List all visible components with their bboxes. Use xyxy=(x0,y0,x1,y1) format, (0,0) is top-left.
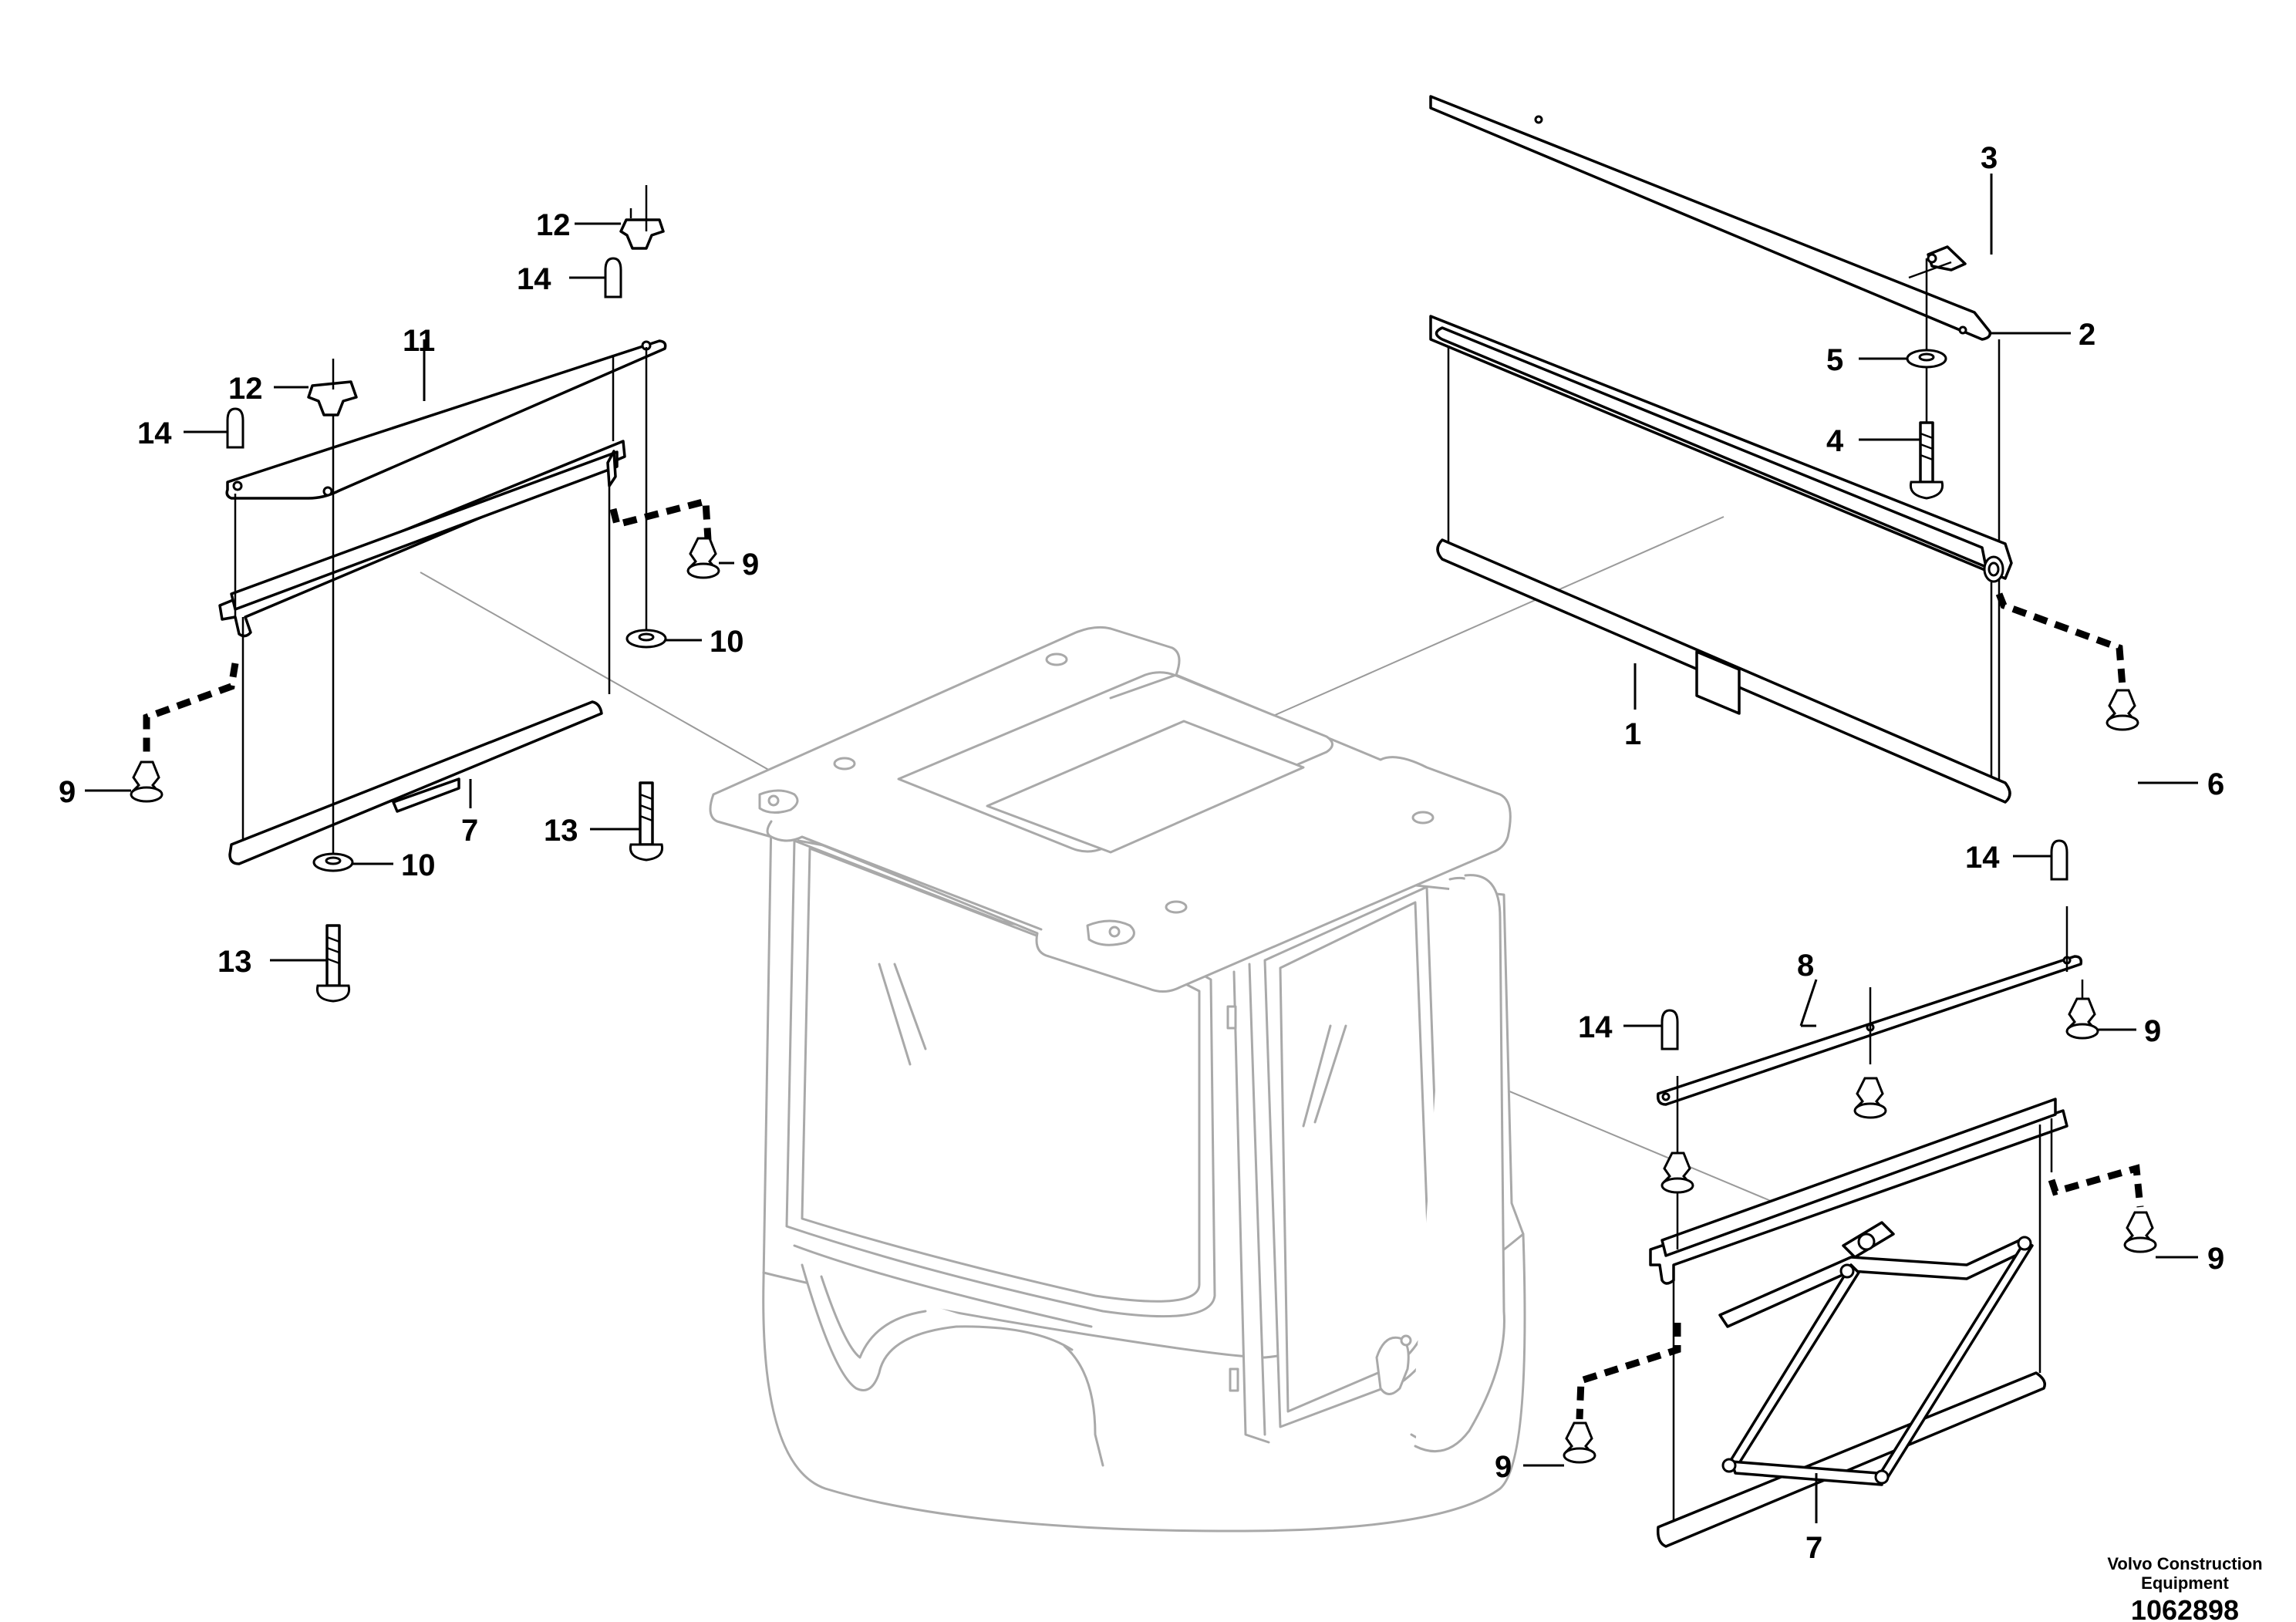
callout-3: 3 xyxy=(1981,141,1998,175)
roller-blind-7-right xyxy=(1649,1109,2068,1285)
cap-14-b xyxy=(226,407,244,449)
callout-12-upper: 12 xyxy=(536,208,571,242)
callout-14-right-upper: 14 xyxy=(1965,841,2000,875)
callout-14-left-lower: 14 xyxy=(137,416,172,450)
callout-6: 6 xyxy=(2207,767,2224,801)
nut-12-a xyxy=(619,218,665,250)
operator-cab xyxy=(709,626,1526,1533)
callout-10-lower: 10 xyxy=(401,848,436,882)
leader-lines xyxy=(85,174,2198,1523)
callout-8: 8 xyxy=(1797,949,1814,983)
footer-block: Volvo Construction Equipment 1062898 xyxy=(2107,1554,2262,1622)
callout-12-lower: 12 xyxy=(228,372,263,406)
callout-7-right: 7 xyxy=(1805,1531,1822,1565)
callout-7-left: 7 xyxy=(461,814,478,848)
callout-13-lower: 13 xyxy=(217,945,252,979)
callout-10-upper: 10 xyxy=(710,625,744,659)
callout-5: 5 xyxy=(1826,343,1843,377)
nut-12-b xyxy=(307,380,358,416)
drawing-number: 1062898 xyxy=(2131,1594,2239,1622)
side-sunblind-assembly xyxy=(1563,839,2157,1548)
rail-2 xyxy=(1429,95,1992,341)
callout-9-right-upper: 9 xyxy=(2144,1014,2161,1048)
callout-labels: 1 2 3 4 5 6 7 7 8 9 9 9 9 9 10 10 11 12 … xyxy=(59,141,2224,1565)
cap-14-d xyxy=(1660,1009,1679,1050)
bolt-4 xyxy=(1919,421,1934,484)
bracket-11 xyxy=(225,339,667,500)
callout-14-left-upper: 14 xyxy=(517,262,551,296)
callout-11: 11 xyxy=(403,324,435,358)
cap-14-c xyxy=(2050,839,2068,881)
cap-14-a xyxy=(604,257,622,298)
callout-9-left-lower: 9 xyxy=(59,775,76,809)
callout-1: 1 xyxy=(1624,717,1641,751)
clip-3 xyxy=(1927,245,1967,271)
front-sunblind-assembly xyxy=(1429,95,2139,804)
callout-9-right-lower: 9 xyxy=(1495,1450,1512,1484)
callout-4: 4 xyxy=(1826,424,1844,458)
callout-9-right-middle: 9 xyxy=(2207,1242,2224,1276)
callout-14-right-lower: 14 xyxy=(1578,1010,1613,1044)
bolt-13-b xyxy=(325,924,341,987)
left-sunblind-assembly xyxy=(130,185,720,1003)
company-name-line2: Equipment xyxy=(2141,1573,2229,1593)
company-name-line1: Volvo Construction xyxy=(2107,1554,2262,1573)
callout-2: 2 xyxy=(2079,318,2095,352)
callout-13-upper: 13 xyxy=(544,814,578,848)
bolt-13-a xyxy=(639,781,654,846)
callout-9-left-upper: 9 xyxy=(742,548,759,582)
